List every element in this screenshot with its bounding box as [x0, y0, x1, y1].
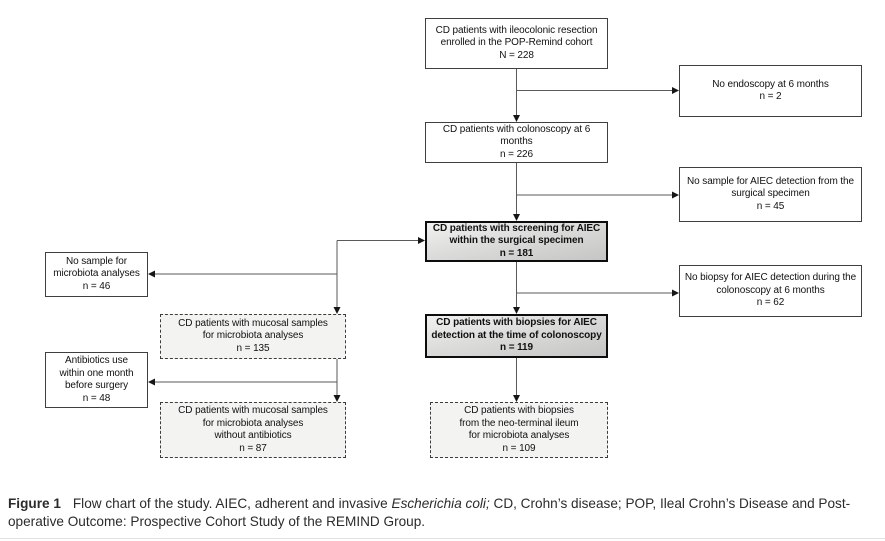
box-text-line: enrolled in the POP-Remind cohort [440, 37, 593, 49]
box-text-line: microbiota analyses [53, 268, 140, 280]
arrowhead-down-no-antibiotics [333, 395, 341, 402]
figure-caption-italic: Escherichia coli; [391, 495, 490, 511]
box-text-line: before surgery [64, 380, 129, 391]
arrowhead-down-neoterminal [513, 395, 520, 402]
box-text-line: n = 46 [82, 280, 111, 292]
arrowhead-down-colonoscopy [513, 115, 520, 122]
box-text-line: within the surgical specimen [449, 235, 584, 247]
figure-caption-rest: CD, Crohn’s disease; POP, Ileal Crohn’s … [8, 495, 851, 529]
box-text-line: CD patients with mucosal samples [178, 317, 328, 329]
box-text-line: CD patients with screening for AIEC [432, 222, 601, 234]
box-text-line: N = 228 [499, 49, 534, 61]
box-text-line: CD patients with biopsies for AIEC [436, 317, 597, 329]
arrowhead-right-no-biopsy [672, 289, 679, 297]
box-text-line: CD patients with colonoscopy at 6 [442, 123, 591, 135]
figure-caption-label: Figure 1 [8, 495, 61, 511]
box-text-line: n = 2 [759, 91, 782, 102]
box-text-line: surgical specimen [731, 188, 810, 200]
box-text-line: No biopsy for AIEC detection during the [684, 272, 857, 284]
box-text-line: n = 181 [499, 247, 534, 259]
arrowhead-left-antibiotics [148, 378, 155, 386]
arrowhead-right-no-sample-aiec [672, 191, 679, 199]
box-text-line: No sample for AIEC detection from the [687, 175, 854, 187]
box-text-line: No endoscopy at 6 months [712, 78, 829, 90]
page-divider [0, 538, 885, 539]
box-text-line: n = 119 [500, 342, 533, 354]
box-text-line: n = 226 [500, 148, 533, 160]
box-text-line: for microbiota analyses [202, 330, 304, 342]
box-text-line: n = 135 [236, 342, 270, 354]
arrowhead-left-no-sample-microbiota [148, 270, 155, 278]
box-text-line: n = 109 [502, 442, 536, 454]
arrowhead-right-no-endoscopy [672, 87, 679, 94]
box-text-line: colonoscopy at 6 months [716, 284, 825, 296]
figure-caption: Figure 1 Flow chart of the study. AIEC, a… [8, 495, 874, 531]
box-text-line: months [500, 136, 533, 148]
box-text-line: from the neo-terminal ileum [459, 417, 579, 429]
box-text-line: No sample for [66, 255, 127, 267]
box-text-line: for microbiota analyses [202, 417, 304, 429]
figure-caption-text: Flow chart of the study. AIEC, adherent … [72, 495, 392, 511]
box-text-line: CD patients with mucosal samples [178, 405, 328, 416]
arrowhead-right-screening [418, 237, 425, 244]
box-text-line: CD patients with ileocolonic resection [435, 24, 598, 36]
arrowhead-down-biopsies [513, 307, 520, 314]
box-text-line: Antibiotics use [65, 355, 128, 366]
box-text-line: within one month [59, 367, 134, 379]
box-text-line: without antibiotics [214, 430, 292, 441]
box-text-line: n = 45 [756, 200, 785, 212]
box-text-line: n = 48 [82, 392, 111, 404]
box-text-line: CD patients with biopsies [464, 405, 574, 416]
box-text-line: detection at the time of colonoscopy [431, 329, 602, 341]
box-text-line: n = 87 [239, 442, 267, 454]
arrowhead-down-screening [513, 214, 520, 221]
box-text-line: n = 62 [756, 297, 785, 309]
arrowhead-down-mucosal [333, 307, 341, 314]
box-text-line: for microbiota analyses [468, 430, 570, 441]
